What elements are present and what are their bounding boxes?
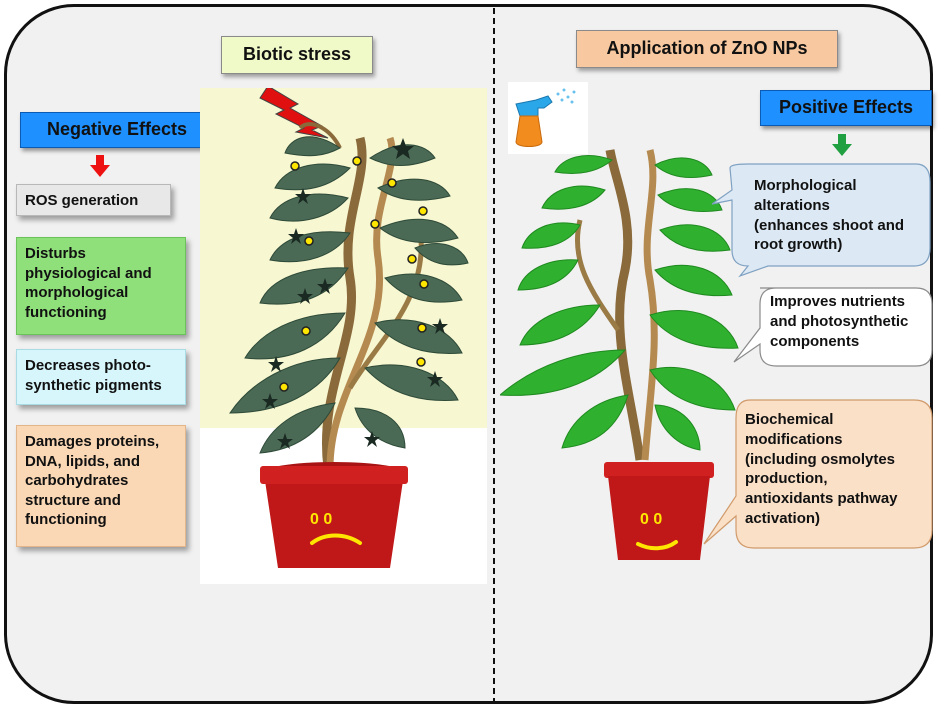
spray-bottle-icon xyxy=(508,82,588,154)
callout-improves-nutrients: Improves nutrients and photosynthetic co… xyxy=(770,293,909,350)
healthy-pot-eyes: 0 0 xyxy=(640,511,662,528)
healthy-plant-illustration: 0 0 xyxy=(500,149,739,560)
callout-morphological-shape xyxy=(711,163,931,278)
callout-nutrients-shape xyxy=(733,287,933,367)
effect-ros-generation: ROS generation xyxy=(16,184,171,216)
down-arrow-icon xyxy=(90,155,110,177)
lightning-icon xyxy=(259,88,329,139)
biotic-stress-title: Biotic stress xyxy=(221,36,373,74)
callout-biochemical-modifications: Biochemical modifications (including osm… xyxy=(745,411,898,527)
stressed-pot-eyes: 0 0 xyxy=(310,511,332,528)
effect-decreases-pigments: Decreases photo- synthetic pigments xyxy=(16,349,186,405)
positive-effects-header: Positive Effects xyxy=(760,90,932,126)
center-divider xyxy=(493,8,495,704)
healthy-pot xyxy=(604,462,714,560)
callout-morphological-alterations: Morphological alterations (enhances shoo… xyxy=(754,177,905,254)
stressed-plant-panel: 0 0 xyxy=(200,88,487,584)
stressed-plant-illustration: 0 0 xyxy=(229,88,469,568)
effect-disturbs-functioning: Disturbs physiological and morphological… xyxy=(16,237,186,335)
callout-biochemical-shape xyxy=(703,399,933,549)
stressed-pot xyxy=(260,462,408,568)
zno-application-title: Application of ZnO NPs xyxy=(576,30,838,68)
negative-effects-header: Negative Effects xyxy=(20,112,214,148)
down-arrow-icon xyxy=(832,134,852,156)
effect-damages-structures: Damages proteins, DNA, lipids, and carbo… xyxy=(16,425,186,547)
